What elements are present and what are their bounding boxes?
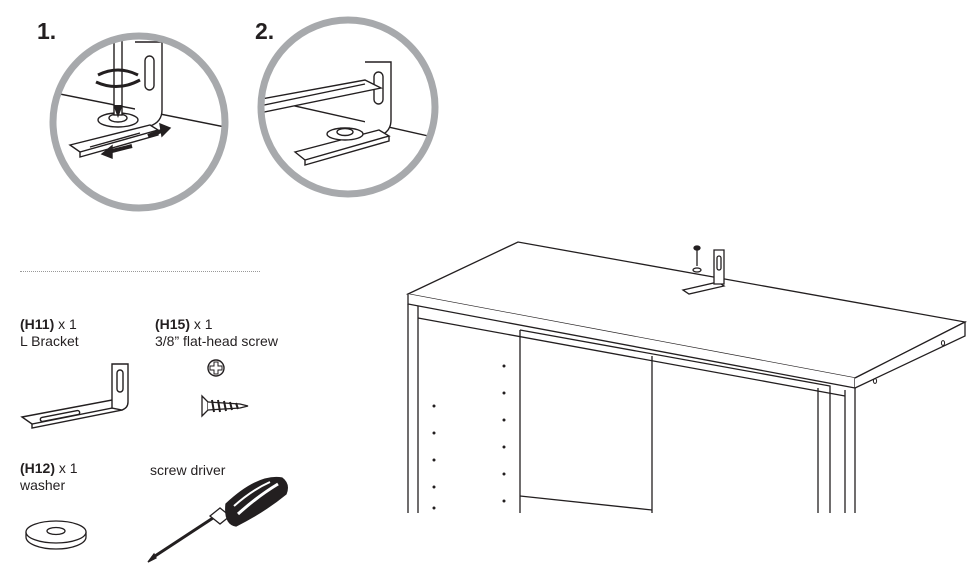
part-h11-code: (H11)	[20, 316, 55, 332]
part-h15-code: (H15)	[155, 316, 191, 332]
part-h11-name: L Bracket	[20, 333, 79, 349]
divider	[20, 271, 260, 272]
part-h15-label: (H15) x 1 3/8” flat-head screw	[155, 316, 278, 350]
part-h15-qty: x 1	[190, 316, 213, 332]
screw-icon	[201, 394, 249, 418]
part-h12-qty: x 1	[55, 460, 78, 476]
part-h12-name: washer	[20, 477, 66, 493]
step-1-number: 1.	[37, 18, 57, 44]
part-h12-label: (H12) x 1 washer	[20, 460, 78, 494]
circle-detail-step-2	[257, 16, 439, 198]
step-2-number: 2.	[255, 18, 275, 44]
cabinet-illustration	[405, 241, 968, 513]
tool-label: screw driver	[150, 462, 226, 478]
screw-head-icon	[207, 359, 225, 377]
circle-detail-step-1	[49, 32, 229, 212]
part-h12-code: (H12)	[20, 460, 56, 476]
washer-icon	[25, 520, 87, 550]
l-bracket-icon	[20, 363, 129, 429]
part-h15-name: 3/8” flat-head screw	[155, 333, 278, 349]
screwdriver-icon	[147, 476, 288, 563]
part-h11-label: (H11) x 1 L Bracket	[20, 316, 79, 350]
part-h11-qty: x 1	[54, 316, 77, 332]
